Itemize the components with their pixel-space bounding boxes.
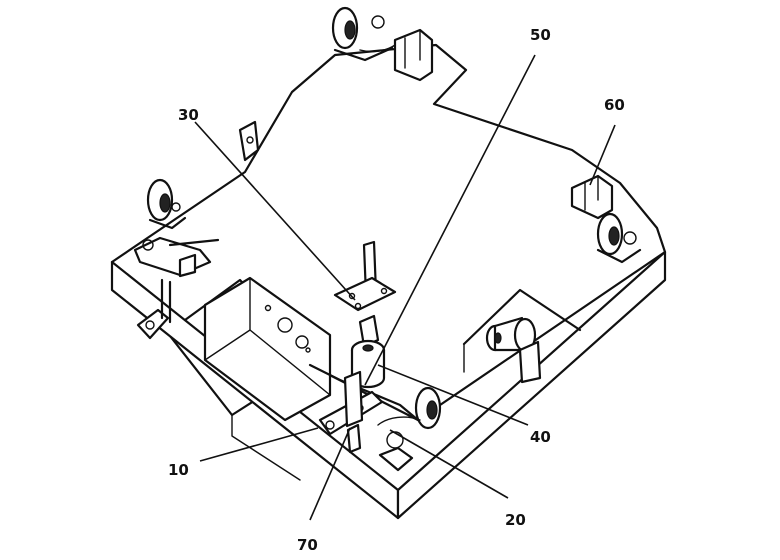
latch-left	[133, 236, 220, 340]
frame-platform	[110, 43, 667, 520]
shaft-assembly	[333, 240, 397, 389]
plate-mount-left	[238, 120, 260, 162]
callout-30: 30	[178, 106, 199, 124]
callout-20: 20	[505, 511, 526, 529]
leader-60	[589, 124, 616, 186]
wheel-left	[146, 178, 187, 230]
callout-70: 70	[297, 536, 318, 554]
callout-50: 50	[530, 26, 551, 44]
leader-70	[309, 427, 351, 521]
linkage-front	[318, 370, 384, 454]
wheel-top	[331, 6, 396, 62]
leader-40	[377, 364, 529, 426]
bracket-60	[570, 174, 614, 220]
wheel-right	[596, 212, 642, 264]
callout-10: 10	[168, 461, 189, 479]
motor-right	[485, 316, 542, 384]
callout-60: 60	[604, 96, 625, 114]
wheel-bottom	[377, 386, 442, 472]
callout-labels: 10 20 30 40 50 60 70	[168, 26, 625, 554]
leader-50	[364, 54, 536, 386]
leader-30	[194, 121, 356, 301]
bracket-top-right	[393, 28, 434, 82]
leader-lines	[194, 54, 616, 521]
leader-20	[389, 429, 509, 499]
leader-10	[199, 427, 319, 462]
callout-40: 40	[530, 428, 551, 446]
